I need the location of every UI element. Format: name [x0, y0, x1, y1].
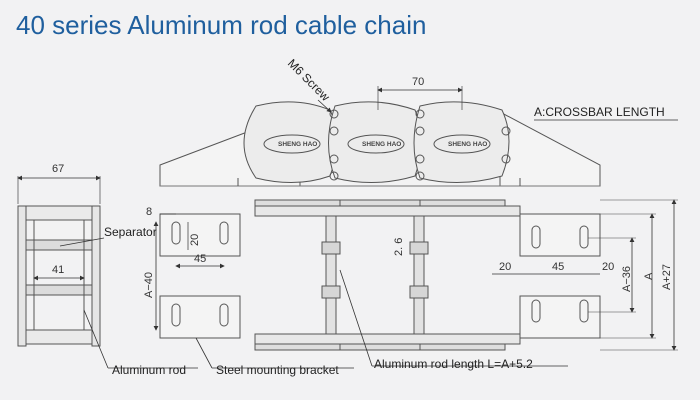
dim-2-6: 2. 6 [393, 238, 405, 256]
crossbar-label: A:CROSSBAR LENGTH [534, 105, 665, 119]
dim-a-minus-36: A−36 [621, 266, 633, 292]
separator-label: Separator [104, 225, 157, 239]
dim-side-width: 67 [52, 163, 64, 175]
logo-text-3: SHENG HAO [448, 141, 487, 148]
dim-20-left: 20 [189, 234, 201, 246]
chain-end-view [17, 205, 101, 347]
aluminum-rod-label: Aluminum rod [112, 363, 186, 377]
page-title: 40 series Aluminum rod cable chain [16, 10, 427, 40]
dim-20-right-b: 20 [602, 261, 614, 273]
dim-a: A [643, 272, 655, 280]
bracket-label: Steel mounting bracket [216, 363, 339, 377]
dim-20-right-a: 20 [499, 261, 511, 273]
dim-pitch: 70 [412, 76, 424, 88]
chain-bottom-view [159, 199, 601, 351]
logo-text-1: SHENG HAO [278, 141, 317, 148]
logo-text-2: SHENG HAO [362, 141, 401, 148]
rod-length-label: Aluminum rod length L=A+5.2 [374, 357, 533, 371]
dim-a-plus-27: A+27 [661, 264, 673, 290]
screw-label: M6 Screw [285, 56, 333, 104]
chain-side-view [159, 101, 601, 187]
dim-45-left: 45 [194, 253, 206, 265]
chain-link-3 [413, 101, 510, 183]
dim-a-minus-40: A−40 [143, 272, 155, 298]
dim-inner-width: 41 [52, 264, 64, 276]
right-end-bracket [499, 111, 601, 187]
dim-8: 8 [146, 206, 152, 218]
dim-45-right: 45 [552, 261, 564, 273]
